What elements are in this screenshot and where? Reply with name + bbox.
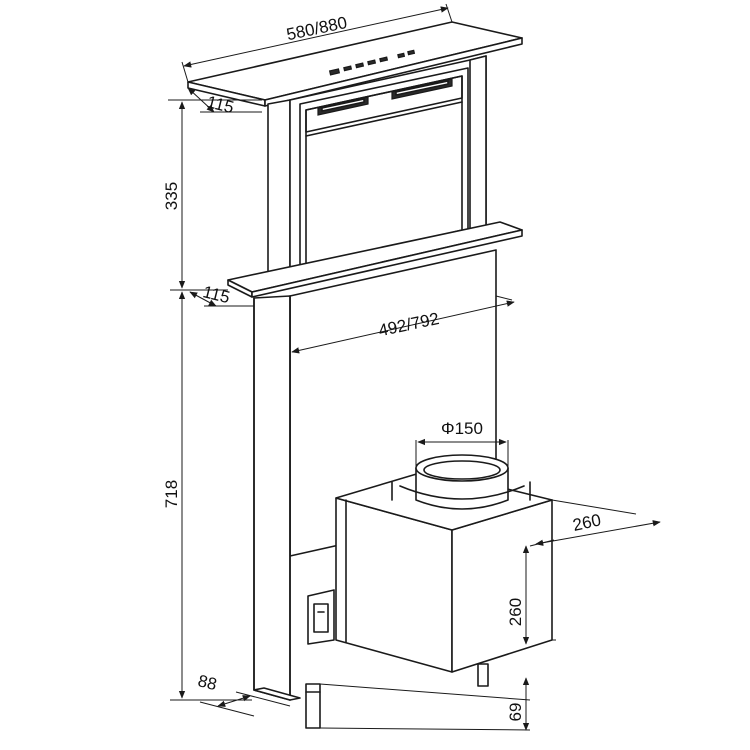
dimension-duct-diameter: Φ150 — [415, 419, 509, 466]
dimension-bottom-offset: 69 — [319, 677, 531, 731]
dim-base-depth-label: 88 — [196, 671, 219, 694]
dimension-upper-height: 335 — [162, 101, 228, 291]
dim-bottom-offset-label: 69 — [506, 703, 525, 722]
filter-slots — [317, 78, 453, 116]
dim-mid-depth-label: 115 — [201, 282, 232, 307]
dim-lower-height-label: 718 — [162, 480, 181, 508]
middle-shelf — [227, 221, 523, 298]
upper-panel — [267, 55, 487, 288]
duct-collar — [391, 454, 531, 510]
dim-upper-height-label: 335 — [162, 182, 181, 210]
dim-motor-height-label: 260 — [506, 598, 525, 626]
dimension-motor-height: 260 — [506, 545, 556, 645]
dimension-lower-height: 718 — [162, 291, 252, 701]
dimension-base-depth: 88 — [196, 671, 291, 717]
dim-top-width-label: 580/880 — [285, 13, 349, 44]
dim-motor-depth-label: 260 — [571, 510, 603, 534]
feet — [305, 663, 489, 729]
dim-duct-diameter-label: Φ150 — [441, 419, 483, 438]
